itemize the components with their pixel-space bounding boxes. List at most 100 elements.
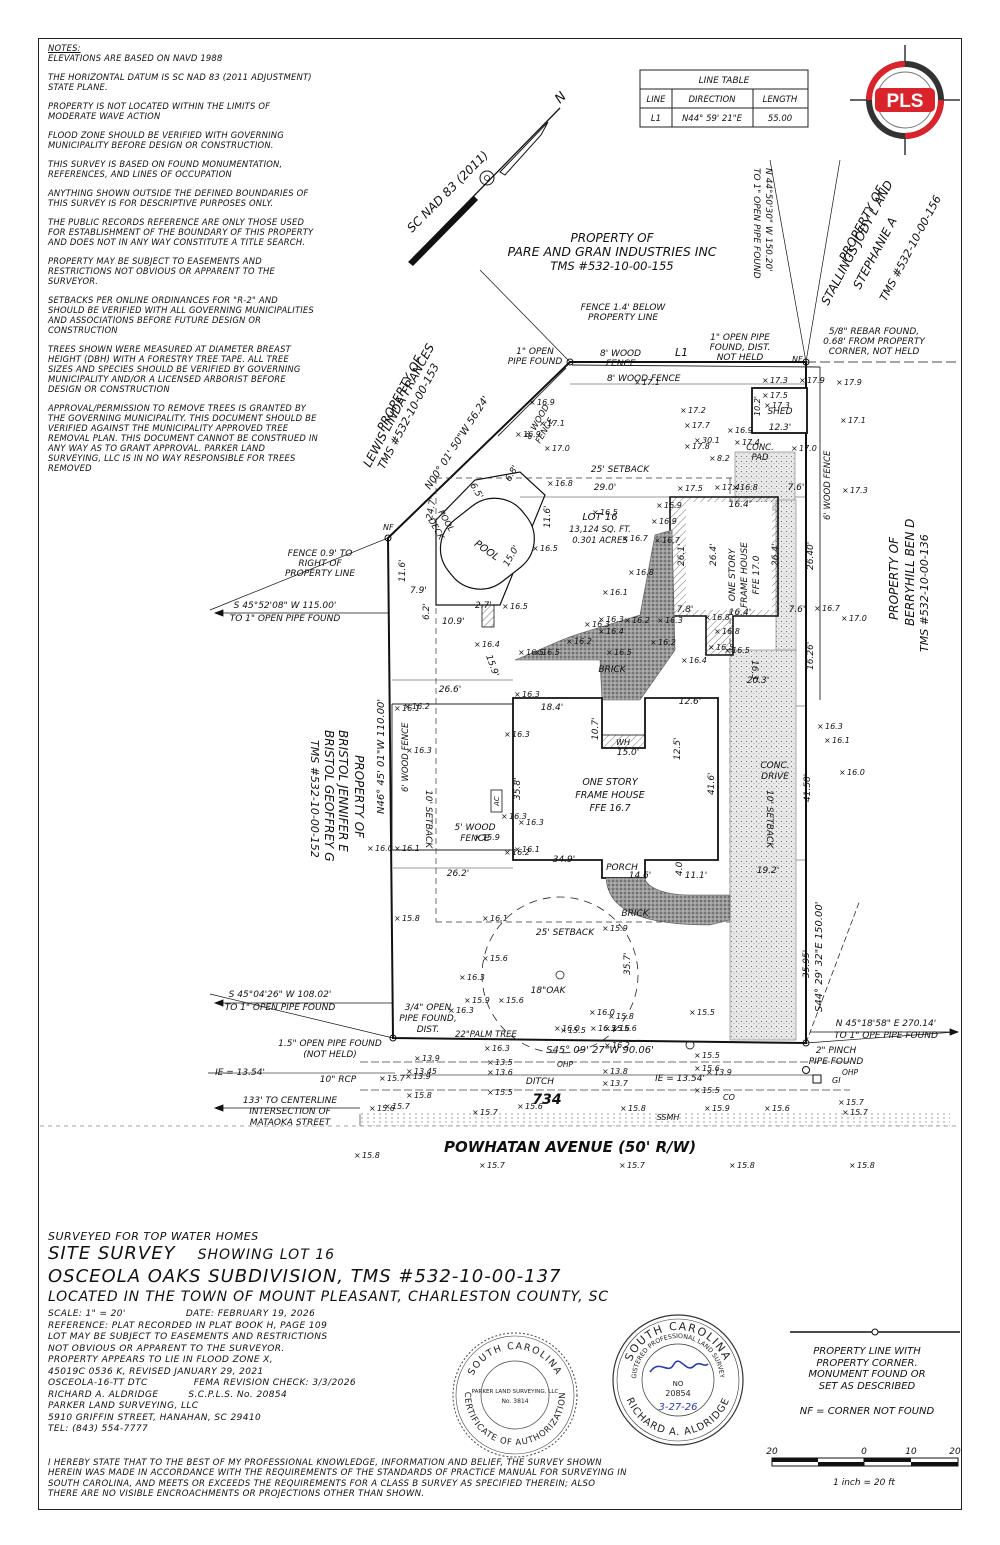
fences [391,364,821,851]
note-item: THIS SURVEY IS BASED ON FOUND MONUMENTAT… [48,159,283,179]
note-item: TREES SHOWN WERE MEASURED AT DIAMETER BR… [48,344,301,394]
spot-elevation-value: 15.8 [616,1012,634,1021]
spot-elevation-mark: × [762,376,769,385]
dimension-label: 16.3' [749,660,759,683]
spot-elevation-value: 13.9 [422,1054,440,1063]
spot-elevation-mark: × [708,643,715,652]
line-table-cell: N44° 59' 21"E [682,114,743,124]
spot-elevation-value: 15.9 [482,833,500,842]
dimension-label: 26.4' [771,543,781,566]
spot-elevation-mark: × [367,844,374,853]
fence-label: FENCE [460,834,490,844]
spot-elevation-value: 16.0 [597,1008,615,1017]
spot-elevation-value: 16.1 [610,588,628,597]
spot-elevation-mark: × [384,1102,391,1111]
spot-elevation-mark: × [838,1098,845,1107]
spot-elevation-mark: × [681,656,688,665]
date-text: DATE: FEBRUARY 19, 2026 [185,1309,316,1319]
legend-line: MONUMENT FOUND OR [808,1369,926,1380]
spot-elevation-value: 16.3 [606,615,624,624]
logo-text: PLS [887,91,924,112]
setback-label: 10' SETBACK [764,790,774,849]
spot-elevation-value: 15.6 [506,996,524,1005]
spot-elevation-mark: × [534,648,541,657]
dimension-label: 26.2' [447,869,470,879]
ditch-lines [230,1061,850,1091]
line-table-header: LINE [647,95,667,105]
bearing-label: TO 1" OPEN PIPE FOUND [230,614,341,624]
note-item: SETBACKS PER ONLINE ORDINANCES FOR "R-2"… [48,295,314,335]
dimension-label: 7.8' [677,605,694,615]
bearing-label: S44° 29' 32"E 150.00' [814,902,825,1012]
property-boundary [209,159,960,1045]
spot-elevation-value: 17.4 [722,483,740,492]
spot-elevation-mark: × [498,996,505,1005]
spot-elevation-value: 17.0 [799,444,817,453]
spot-elevation-value: 16.7 [630,534,649,543]
note-label: FENCE 0.9' TO [288,549,353,559]
setback-label: 25' SETBACK [536,928,595,938]
spot-elevation-value: 15.6 [612,1024,630,1033]
dimension-label: 19.2' [757,866,780,876]
line-table: LINE TABLE LINE DIRECTION LENGTH L1 N44°… [639,69,809,128]
seal-text: 20854 [665,1389,690,1398]
setback-label: 25' SETBACK [591,465,650,475]
house-label: ONE STORY [728,547,738,601]
conc-drive-label: DRIVE [761,772,789,782]
note-item: APPROVAL/PERMISSION TO REMOVE TREES IS G… [48,403,319,473]
spot-elevation-mark: × [657,616,664,625]
spot-elevation-value: 16.9 [537,398,555,407]
spot-elevation-value: 16.3 [598,1024,616,1033]
lot-acres: 0.301 ACRES [572,536,628,546]
license-number: S.C.P.L.S. No. 20854 [188,1389,288,1400]
spot-elevation-mark: × [515,430,522,439]
spot-elevation-mark: × [354,1151,361,1160]
spot-elevation-mark: × [394,844,401,853]
dimension-label: 34.9' [553,855,576,865]
spot-elevation-value: 16.9 [659,517,677,526]
spot-elevation-value: 16.3 [526,818,544,827]
line-table-title: LINE TABLE [699,76,750,86]
spot-elevation-mark: × [602,924,609,933]
fence-label: 8' WOOD FENCE [607,374,681,384]
spot-elevation-mark: × [479,1161,486,1170]
spot-elevation-value: 16.4 [689,656,707,665]
spot-elevation-mark: × [684,421,691,430]
spot-elevation-value: 15.9 [610,924,628,933]
spot-elevation-mark: × [694,1064,701,1073]
spot-elevation-value: 17.3 [770,376,788,385]
spot-elevation-mark: × [656,501,663,510]
fence-label: 6' WOOD FENCE [823,450,833,520]
spot-elevation-value: 16.0 [847,768,865,777]
house-label: FFE 17.0 [752,555,762,594]
spot-elevation-mark: × [608,1012,615,1021]
spot-elevation-mark: × [817,722,824,731]
dimension-label: 12.6' [679,697,702,707]
note-label: RIGHT OF [298,559,342,569]
note-label: FENCE 1.4' BELOW [581,303,667,313]
signed-date: 3-27-26 [658,1402,697,1413]
spot-elevation-value: 17.3 [772,401,790,410]
line-table-cell: L1 [651,114,661,124]
spot-elevation-value: 16.3 [509,812,527,821]
scale-bar: 20 0 10 20 1 inch = 20 ft [766,1447,961,1488]
easement-note: LOT MAY BE SUBJECT TO EASEMENTS AND REST… [48,1332,328,1342]
corner-markers [384,358,822,1084]
spot-elevation-mark: × [547,479,554,488]
spot-elevation-value: 13.9 [413,1072,431,1081]
rear-house: ONE STORY FRAME HOUSE FFE 17.0 [669,496,779,656]
dimension-label: 24.7' [425,497,439,521]
spot-elevation-mark: × [651,517,658,526]
dimension-label: 35.7' [623,952,633,975]
nf-label: NF [792,355,803,364]
dimension-label: 14.6' [629,871,652,881]
dimension-label: 7.6' [789,605,806,615]
spot-elevation-mark: × [514,845,521,854]
ac-label: AC [493,796,501,807]
spot-elevation-mark: × [514,690,521,699]
spot-elevation-mark: × [799,376,806,385]
seal-text: PARKER LAND SURVEYING, LLC [472,1389,559,1395]
spot-elevation-value: 15.8 [402,914,420,923]
